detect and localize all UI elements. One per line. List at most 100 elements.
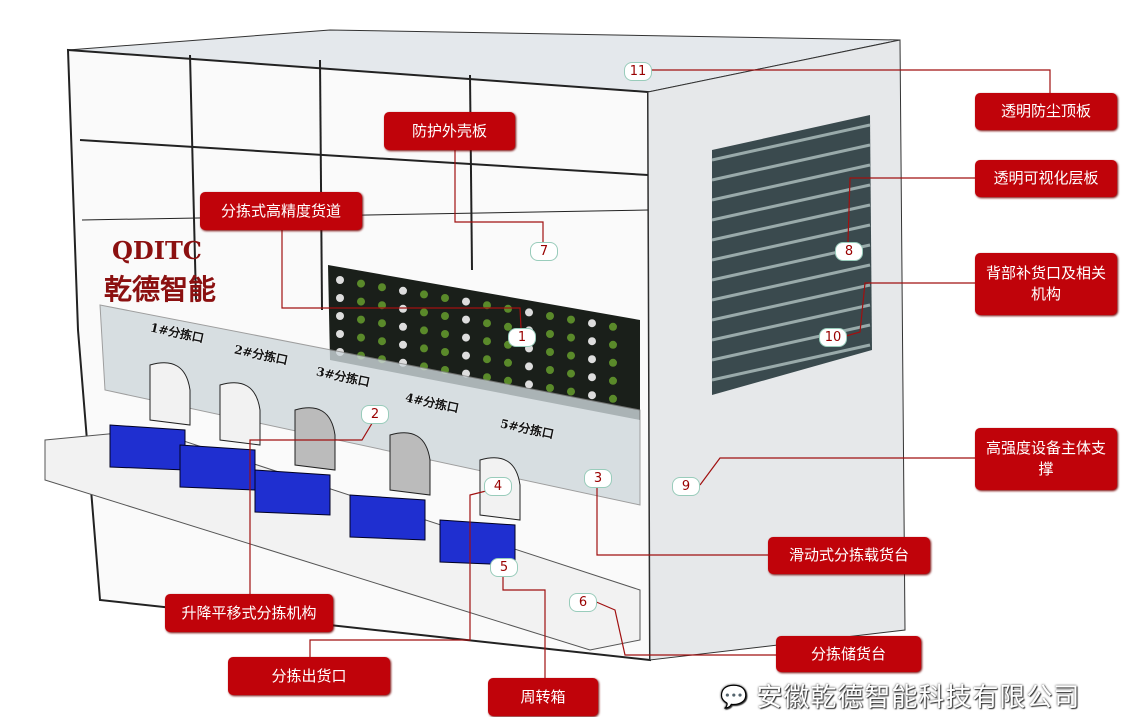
goods-roller <box>483 319 491 328</box>
goods-roller <box>567 315 575 324</box>
callout-1: 1 <box>508 328 536 347</box>
shelf-layer <box>711 203 871 242</box>
shelf-layer <box>711 303 871 342</box>
goods-roller <box>525 380 533 389</box>
goods-roller <box>441 312 449 320</box>
goods-roller <box>378 319 386 328</box>
goods-roller <box>588 337 596 346</box>
shelf-layer <box>711 263 871 302</box>
callout-4: 4 <box>484 477 512 496</box>
goods-roller <box>609 394 617 403</box>
watermark-text: 安徽乾德智能科技有限公司 <box>756 683 1081 713</box>
panel-seam <box>189 54 197 301</box>
shelf-layer <box>711 343 871 382</box>
goods-roller <box>504 304 512 313</box>
panel-seam <box>469 74 473 271</box>
leader-line <box>699 457 975 486</box>
sorting-chute <box>219 382 261 446</box>
goods-roller <box>483 301 491 310</box>
brand-en: QDITC <box>112 236 202 265</box>
goods-roller <box>420 326 428 335</box>
goods-roller <box>441 294 449 302</box>
leader-line <box>502 575 546 678</box>
sorting-chute <box>389 432 431 496</box>
goods-roller <box>504 358 512 367</box>
goods-rollers <box>336 276 617 403</box>
panel-seam <box>81 209 649 221</box>
panel-seam <box>319 59 323 311</box>
goods-roller <box>462 297 470 306</box>
shelf-layer <box>711 143 871 182</box>
goods-roller <box>609 358 617 367</box>
goods-roller <box>546 312 554 320</box>
label-lifter: 升降平移式分拣机构 <box>165 594 333 632</box>
goods-roller <box>336 276 344 284</box>
shelf-layer <box>711 123 871 162</box>
goods-roller <box>525 308 533 317</box>
goods-roller <box>399 304 407 313</box>
goods-roller <box>567 351 575 360</box>
goods-roller <box>420 344 428 353</box>
goods-roller <box>609 376 617 385</box>
goods-roller <box>546 366 554 374</box>
goods-roller <box>399 286 407 295</box>
goods-roller <box>441 330 449 338</box>
callout-7: 7 <box>530 242 558 261</box>
panel-seam <box>79 139 649 176</box>
callout-6: 6 <box>569 593 597 612</box>
shelf-layer <box>711 223 871 262</box>
leader-line <box>281 230 522 329</box>
goods-roller <box>357 333 365 342</box>
leader-line <box>249 419 375 594</box>
tote-box <box>179 444 256 491</box>
goods-roller <box>567 333 575 342</box>
tote-box <box>254 469 331 516</box>
goods-roller <box>378 301 386 310</box>
label-carrier: 滑动式分拣载货台 <box>768 537 930 574</box>
leader-lines <box>249 69 1051 678</box>
goods-roller <box>609 340 617 349</box>
goods-roller <box>462 315 470 324</box>
goods-roller <box>546 348 554 356</box>
goods-roller <box>567 369 575 378</box>
label-top-panel: 透明防尘顶板 <box>975 93 1117 130</box>
label-support: 高强度设备主体支撑 <box>975 428 1117 490</box>
label-replenish: 背部补货口及相关机构 <box>975 253 1117 315</box>
goods-roller <box>336 294 344 302</box>
callout-11: 11 <box>624 62 652 81</box>
leader-line <box>847 177 975 243</box>
goods-roller <box>609 322 617 331</box>
sorting-chute <box>149 362 191 426</box>
goods-roller <box>462 333 470 342</box>
goods-roller <box>336 312 344 320</box>
tote-box <box>349 494 426 541</box>
label-outlet: 分拣出货口 <box>228 657 390 695</box>
goods-roller <box>504 376 512 385</box>
label-tote: 周转箱 <box>488 678 598 716</box>
goods-roller <box>483 355 491 364</box>
goods-roller <box>588 391 596 400</box>
goods-roller <box>588 319 596 328</box>
goods-roller <box>588 355 596 364</box>
leader-line <box>593 600 776 656</box>
label-storage: 分拣储货台 <box>776 636 921 672</box>
leader-line <box>845 282 975 337</box>
shelf-layer <box>711 183 871 222</box>
goods-roller <box>525 362 533 371</box>
goods-roller <box>567 387 575 396</box>
goods-roller <box>357 297 365 306</box>
leader-line <box>454 150 544 242</box>
goods-roller <box>546 330 554 338</box>
goods-roller <box>462 351 470 360</box>
callout-9: 9 <box>672 477 700 496</box>
side-shelves <box>712 115 872 395</box>
goods-roller <box>399 340 407 349</box>
goods-roller <box>546 384 554 392</box>
watermark: 💬安徽乾德智能科技有限公司 <box>720 682 1080 714</box>
goods-roller <box>357 315 365 324</box>
goods-roller <box>399 322 407 331</box>
leader-line <box>596 486 768 556</box>
label-lane: 分拣式高精度货道 <box>200 192 362 230</box>
